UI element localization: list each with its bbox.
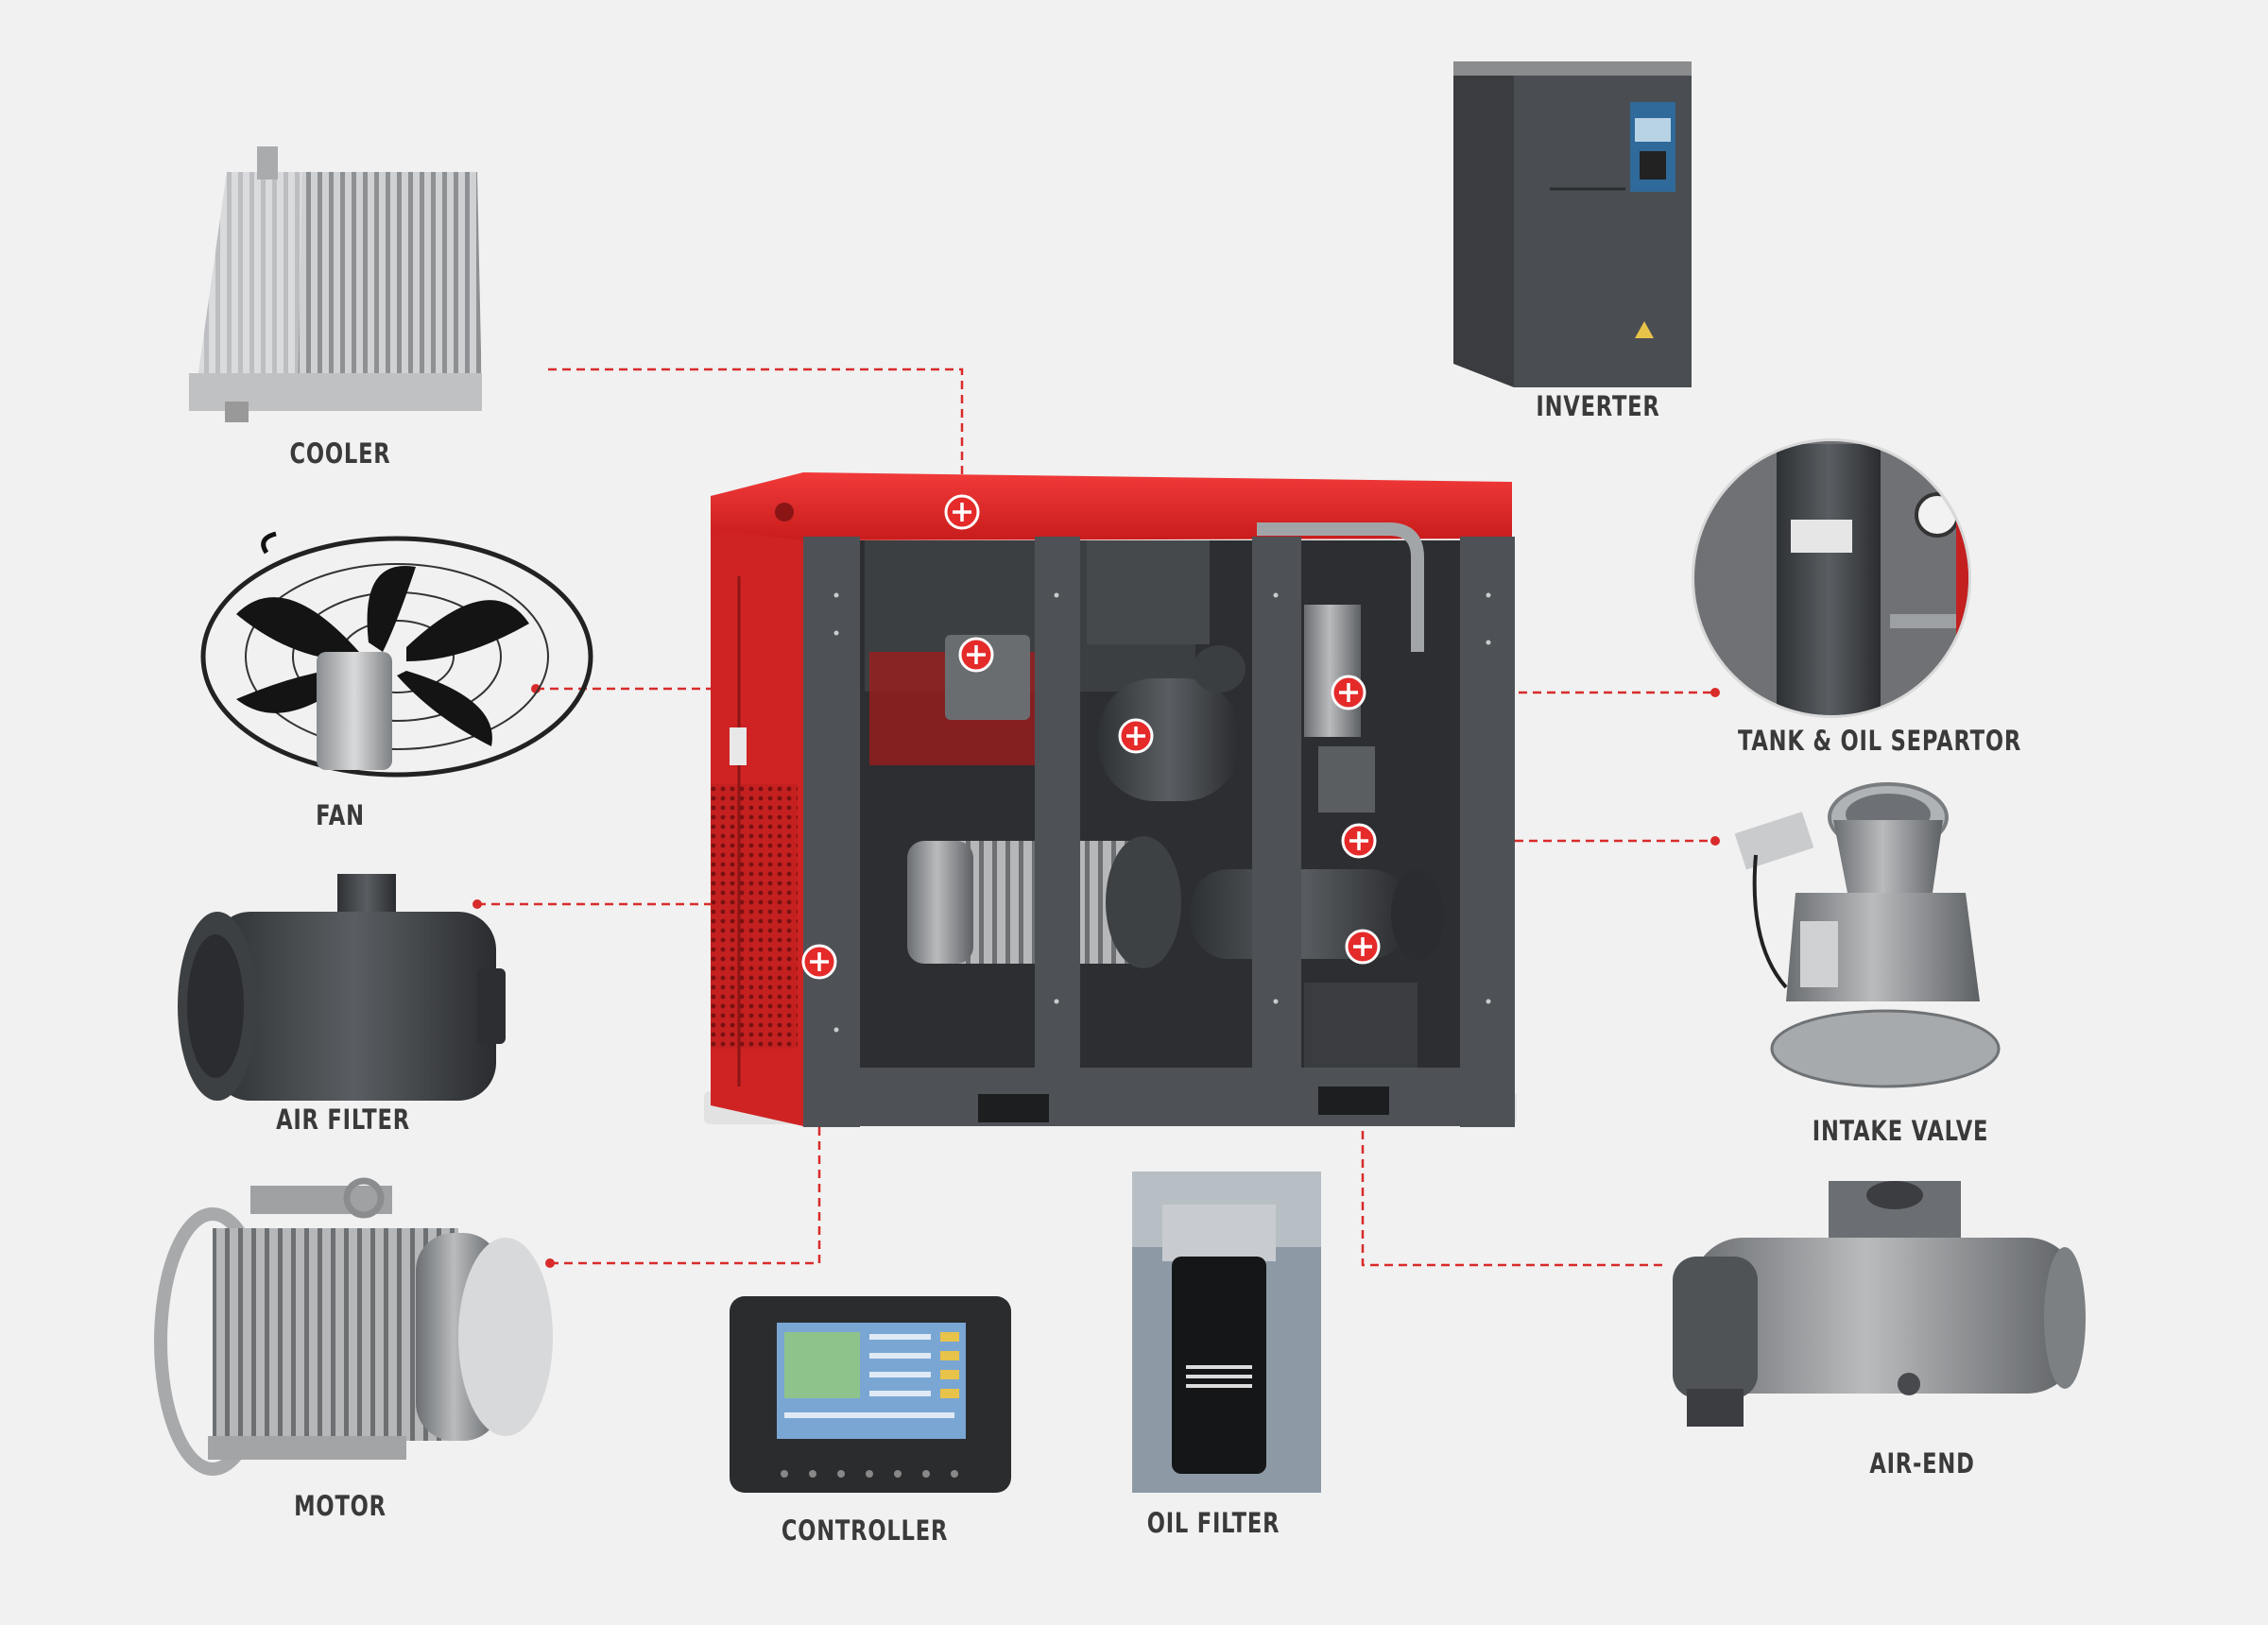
air-end-image [1673,1181,2086,1427]
fan-image [200,531,593,778]
hotspot-motor[interactable] [801,944,837,980]
label-fan: FAN [316,799,365,831]
cooler-image [189,146,482,422]
label-air-end: AIR-END [1869,1447,1975,1480]
label-oil-filter: OIL FILTER [1146,1507,1280,1539]
label-controller: CONTROLLER [781,1514,949,1547]
label-intake-valve: INTAKE VALVE [1812,1115,1989,1147]
controller-image [730,1296,1011,1493]
leader-cooler [548,368,964,512]
tank-separator-image [1692,438,1971,718]
label-inverter: INVERTER [1536,390,1660,422]
label-tank-oil-separator: TANK & OIL SEPARTOR [1737,725,2022,757]
label-cooler: COOLER [289,437,391,470]
air-filter-image [178,874,506,1101]
air-compressor-unit [704,472,1517,1127]
label-air-filter: AIR FILTER [276,1103,410,1136]
motor-image [154,1177,553,1476]
hotspot-air-end[interactable] [1345,929,1381,965]
hotspot-air-filter[interactable] [1118,718,1154,754]
hotspot-intake-valve[interactable] [1341,823,1377,859]
hotspot-fan[interactable] [958,637,994,673]
hotspot-tank-oil-separator[interactable] [1331,675,1366,710]
oil-filter-image [1132,1172,1321,1493]
hotspot-cooler[interactable] [944,494,980,530]
inverter-image [1453,61,1692,387]
intake-valve-image [1734,782,2001,1088]
label-motor: MOTOR [294,1490,387,1522]
hotspots [801,494,1381,980]
